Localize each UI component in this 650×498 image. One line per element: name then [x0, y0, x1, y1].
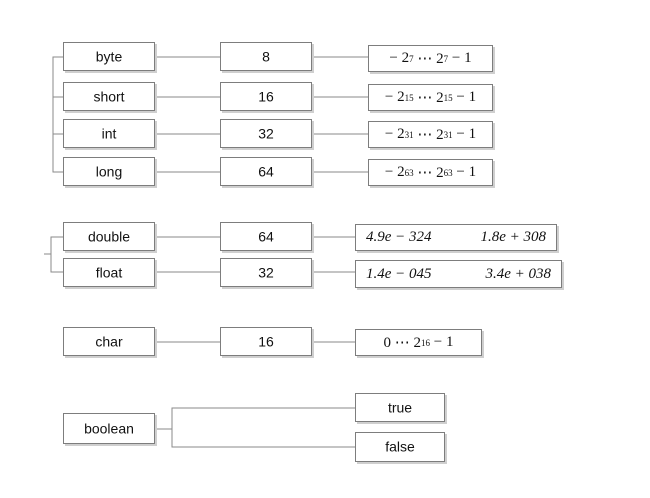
range-box-float: 1.4e − 045 3.4e + 038: [355, 260, 562, 288]
range-min: 4.9e − 324: [366, 229, 432, 245]
range-exponent: 63: [404, 167, 414, 178]
integer-group-bracket: [52, 56, 63, 173]
type-box-boolean: boolean: [63, 413, 155, 444]
bits-box-short: 16: [220, 82, 312, 111]
range-exponent: 31: [404, 129, 414, 140]
type-label: long: [95, 163, 123, 180]
type-label: int: [101, 125, 117, 142]
range-exponent: 7: [409, 53, 414, 64]
range-box-double: 4.9e − 324 1.8e + 308: [355, 224, 557, 251]
float-group-bracket: [50, 236, 63, 273]
bits-label: 16: [258, 333, 274, 350]
type-label: double: [87, 228, 131, 245]
value-box-true: true: [355, 393, 445, 422]
type-label: float: [95, 264, 123, 281]
bits-label: 32: [258, 264, 274, 281]
bits-box-char: 16: [220, 327, 312, 356]
range-min: 1.4e − 045: [366, 265, 432, 282]
bits-label: 64: [258, 228, 274, 245]
range-max: 1.8e + 308: [480, 229, 546, 245]
bits-box-long: 64: [220, 157, 312, 186]
type-box-char: char: [63, 327, 155, 356]
range-exponent: 7: [443, 53, 449, 64]
bits-box-int: 32: [220, 119, 312, 148]
value-box-false: false: [355, 432, 445, 462]
value-label: false: [385, 438, 415, 455]
range-max: 3.4e + 038: [485, 265, 551, 282]
type-box-float: float: [63, 258, 155, 287]
type-label: byte: [95, 48, 123, 65]
bits-box-double: 64: [220, 222, 312, 251]
range-exponent: 16: [421, 337, 431, 348]
bits-label: 64: [258, 163, 274, 180]
bits-box-float: 32: [220, 258, 312, 287]
type-box-byte: byte: [63, 42, 155, 71]
bits-label: 32: [258, 125, 274, 142]
type-label: boolean: [84, 420, 134, 437]
type-box-double: double: [63, 222, 155, 251]
type-box-long: long: [63, 157, 155, 186]
type-box-short: short: [63, 82, 155, 111]
range-exponent: 15: [443, 92, 453, 103]
boolean-bracket: [171, 407, 355, 448]
value-label: true: [387, 399, 413, 416]
bits-label: 16: [258, 88, 274, 105]
type-label: short: [93, 88, 125, 105]
bits-label: 8: [262, 48, 270, 65]
range-exponent: 15: [404, 92, 414, 103]
type-label: char: [95, 333, 123, 350]
range-exponent: 31: [443, 129, 453, 140]
bits-box-byte: 8: [220, 42, 312, 71]
range-exponent: 63: [443, 167, 453, 178]
type-box-int: int: [63, 119, 155, 148]
